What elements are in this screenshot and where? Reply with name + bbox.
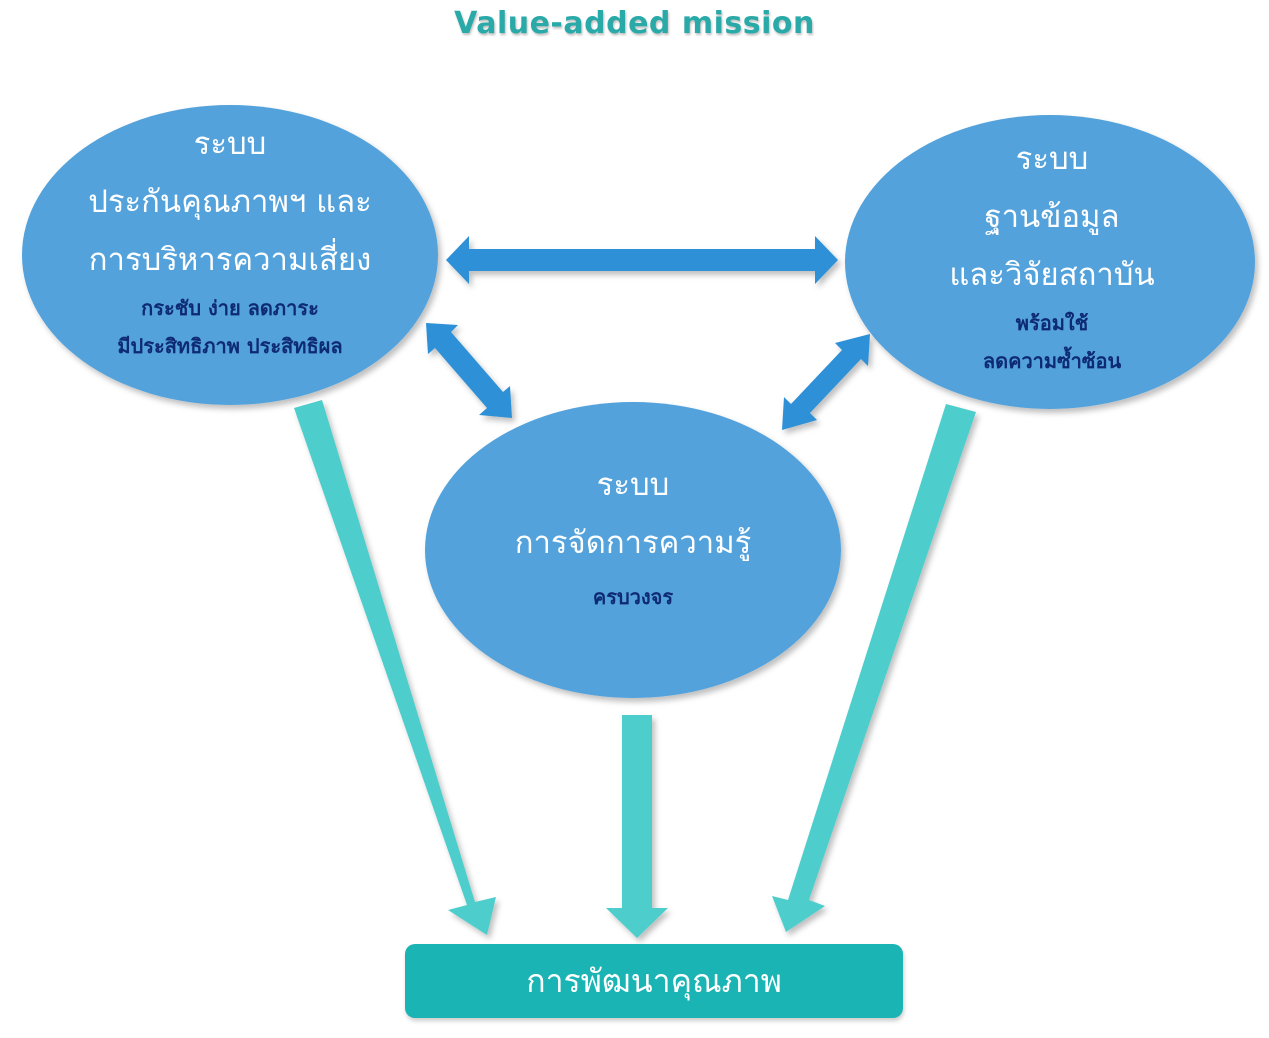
node-qa-risk-text: ระบบ ประกันคุณภาพฯ และ การบริหารความเสี่…: [30, 115, 430, 365]
node-database-research: [845, 115, 1255, 409]
node-knowledge-management: [425, 402, 841, 698]
arrow-qa-db-bidirectional: [446, 236, 838, 284]
node-database-research-subline-1: พร้อมใช้: [1015, 311, 1089, 335]
target-quality-development: การพัฒนาคุณภาพ: [405, 944, 903, 1018]
node-database-research-line-3: และวิจัยสถาบัน: [949, 257, 1155, 293]
node-knowledge-management-line-2: การจัดการความรู้: [514, 525, 752, 561]
node-knowledge-management-subline-1: ครบวงจร: [592, 585, 674, 609]
node-database-research-subline-2: ลดความซ้ำซ้อน: [982, 349, 1122, 373]
node-database-research-line-1: ระบบ: [1015, 141, 1089, 177]
arrow-km-to-target: [606, 715, 668, 938]
node-qa-risk-subline-1: กระชับ ง่าย ลดภาระ: [141, 296, 319, 320]
node-qa-risk-line-1: ระบบ: [193, 126, 267, 162]
diagram-title: Value-added mission: [454, 6, 815, 41]
arrow-qa-to-target: [294, 400, 496, 935]
node-qa-risk: [22, 105, 438, 405]
target-label: การพัฒนาคุณภาพ: [526, 961, 782, 1000]
node-qa-risk-line-2: ประกันคุณภาพฯ และ: [88, 184, 372, 220]
node-knowledge-management-line-1: ระบบ: [596, 467, 670, 503]
arrow-db-to-target: [772, 404, 976, 932]
node-qa-risk-line-3: การบริหารความเสี่ยง: [88, 242, 372, 278]
node-database-research-line-2: ฐานข้อมูล: [984, 199, 1120, 235]
node-knowledge-management-text: ระบบ การจัดการความรู้ ครบวงจร: [433, 456, 833, 616]
arrow-db-km-bidirectional: [782, 334, 870, 430]
arrow-qa-km-bidirectional: [426, 323, 512, 418]
node-qa-risk-subline-2: มีประสิทธิภาพ ประสิทธิผล: [117, 334, 343, 358]
node-database-research-text: ระบบ ฐานข้อมูล และวิจัยสถาบัน พร้อมใช้ ล…: [852, 130, 1252, 380]
